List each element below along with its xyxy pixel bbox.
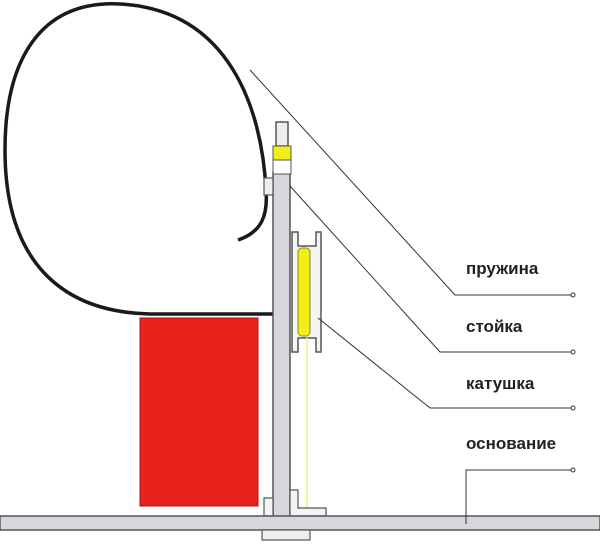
leader-spring	[249, 69, 572, 296]
leader-dot	[570, 349, 576, 355]
coil-winding	[297, 247, 311, 337]
label-spring: пружина	[466, 259, 539, 278]
post	[272, 171, 291, 519]
post-cap	[275, 121, 289, 147]
leader-dot	[570, 467, 576, 473]
spring-clip	[263, 177, 274, 196]
post-bracket-left	[263, 497, 274, 517]
base-plate	[0, 515, 600, 531]
label-coil: катушка	[466, 374, 535, 393]
post-collar	[272, 159, 292, 175]
leader-coil	[317, 317, 572, 409]
leader-post	[289, 185, 572, 353]
leader-base	[465, 469, 572, 524]
red-block	[139, 317, 259, 507]
spring	[3, 2, 275, 316]
label-post: стойка	[466, 317, 523, 336]
leader-dot	[570, 292, 576, 298]
yellow-ring	[272, 145, 292, 161]
label-base: основание	[466, 434, 557, 453]
leader-dot	[570, 405, 576, 411]
base-foot	[261, 529, 311, 541]
